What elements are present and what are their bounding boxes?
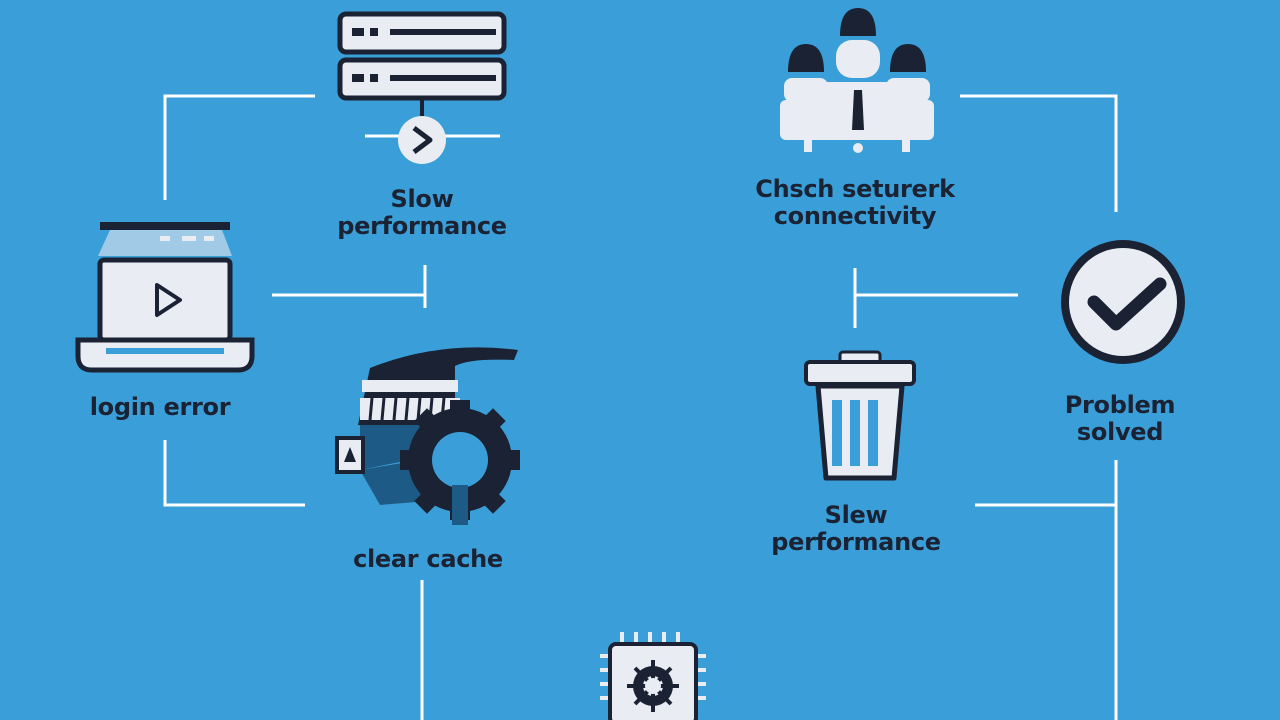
network-node-line2: connectivity — [773, 202, 937, 230]
laptop-play-icon — [75, 222, 255, 373]
trash-node-line1: Slew — [824, 501, 888, 529]
network-node-label: Chsch seturerk connectivity — [730, 176, 980, 230]
solved-node-line2: solved — [1076, 418, 1164, 446]
trash-icon — [804, 350, 916, 481]
checkmark-circle-icon — [1061, 240, 1185, 364]
cache-node-text: clear cache — [353, 545, 503, 573]
chip-icon — [600, 632, 706, 720]
brush-gear-icon — [335, 347, 520, 525]
server-node-line2: performance — [337, 212, 507, 240]
laptop-node-text: login error — [89, 393, 231, 421]
connector-lines — [163, 94, 1118, 720]
server-node-line1: Slow — [390, 185, 454, 213]
network-node-line1: Chsch seturerk — [755, 175, 955, 203]
play-circle-icon — [398, 116, 446, 164]
trash-node-line2: performance — [771, 528, 941, 556]
solved-node-label: Problem solved — [1040, 392, 1200, 446]
cache-node-label: clear cache — [320, 546, 536, 573]
solved-node-line1: Problem — [1064, 391, 1176, 419]
trash-node-label: Slew performance — [756, 502, 956, 556]
people-network-icon — [780, 8, 934, 153]
laptop-node-label: login error — [60, 394, 260, 421]
server-node-label: Slow performance — [320, 186, 524, 240]
server-icon — [337, 11, 507, 118]
